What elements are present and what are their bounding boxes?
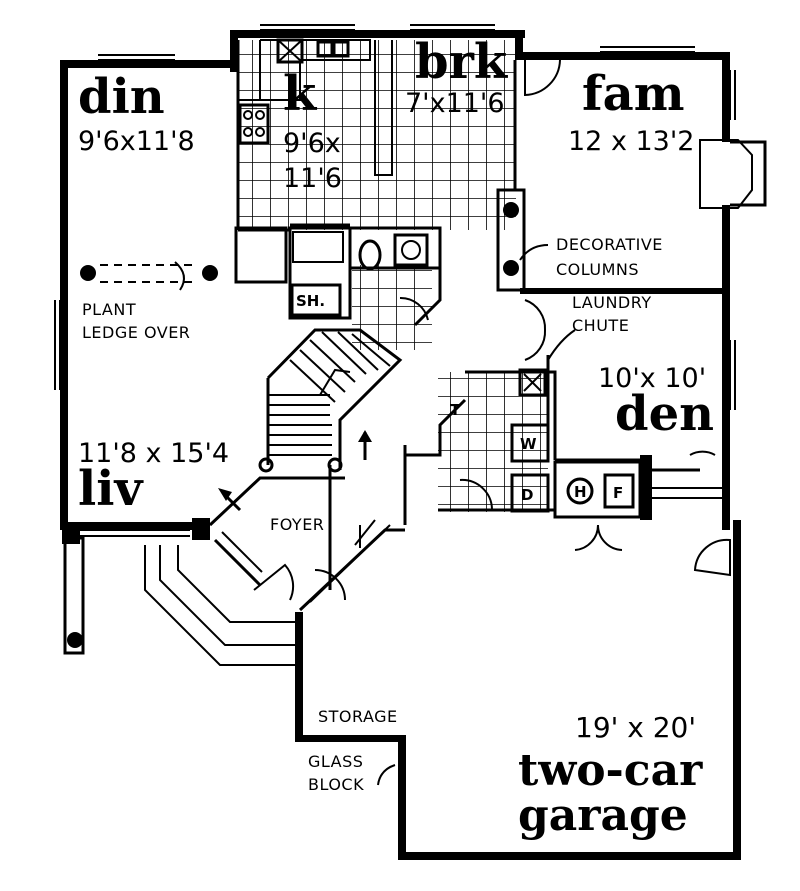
columns <box>67 202 519 648</box>
fixture-water-heater: H <box>574 483 587 501</box>
fixtures <box>238 38 635 513</box>
stairs <box>258 328 403 473</box>
notes: PLANT LEDGE OVER DECORATIVE COLUMNS LAUN… <box>82 235 663 794</box>
note-laundry-chute-2: CHUTE <box>572 316 629 335</box>
note-plant-ledge-2: LEDGE OVER <box>82 323 190 342</box>
room-name-garage-1: two-car <box>518 745 703 796</box>
porch <box>63 536 296 666</box>
fixture-washer: W <box>520 435 537 453</box>
fixture-dryer: D <box>521 486 533 504</box>
room-name-breakfast: brk <box>415 34 509 90</box>
room-name-family: fam <box>582 66 685 122</box>
note-laundry-chute-1: LAUNDRY <box>572 293 652 312</box>
room-size-den: 10'x 10' <box>598 363 706 394</box>
room-name-garage-2: garage <box>518 790 688 841</box>
fixture-toilet: T <box>450 401 461 419</box>
room-name-kitchen: k <box>283 66 318 122</box>
room-size-garage: 19' x 20' <box>575 711 696 744</box>
room-size-kitchen-2: 11'6 <box>283 163 342 194</box>
note-decorative-columns-1: DECORATIVE <box>556 235 663 254</box>
fixture-labels: SH. W D T H F <box>296 292 623 504</box>
note-decorative-columns-2: COLUMNS <box>556 260 639 279</box>
exterior-walls <box>60 30 767 860</box>
note-glass-block-1: GLASS <box>308 752 363 771</box>
doors <box>253 58 731 601</box>
room-size-kitchen-1: 9'6x <box>283 128 341 159</box>
room-name-living: liv <box>78 461 144 517</box>
room-name-den: den <box>615 386 714 442</box>
note-plant-ledge-1: PLANT <box>82 300 136 319</box>
note-glass-block-2: BLOCK <box>308 775 364 794</box>
note-storage: STORAGE <box>318 707 398 726</box>
interior-walls <box>208 39 730 612</box>
tile-floors <box>238 40 548 512</box>
fixture-shower: SH. <box>296 292 325 310</box>
bath-tile <box>352 265 432 350</box>
note-foyer: FOYER <box>270 515 324 534</box>
room-name-dining: din <box>78 69 165 125</box>
room-size-dining: 9'6x11'8 <box>78 126 195 157</box>
room-size-family: 12 x 13'2 <box>568 126 694 157</box>
kitchen-breakfast-tile <box>238 40 516 230</box>
room-size-living: 11'8 x 15'4 <box>78 438 229 469</box>
room-labels: din 9'6x11'8 k 9'6x 11'6 brk 7'x11'6 fam… <box>78 34 714 841</box>
windows <box>54 24 736 537</box>
room-size-breakfast: 7'x11'6 <box>405 88 505 119</box>
fixture-furnace: F <box>613 484 623 502</box>
arrows <box>174 244 576 786</box>
